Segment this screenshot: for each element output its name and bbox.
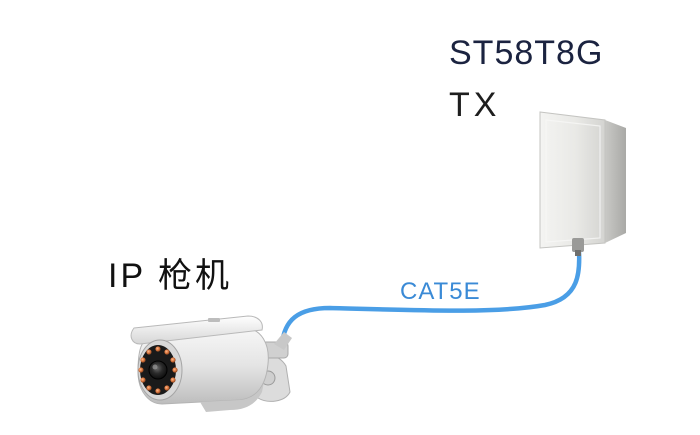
transmitter-model-label: ST58T8G	[449, 34, 604, 72]
cat5e-cable	[279, 237, 582, 348]
cable-label: CAT5E	[400, 278, 481, 305]
bullet-ip-camera-icon	[130, 315, 292, 412]
panel-antenna-icon	[539, 111, 626, 256]
camera-label: IP 枪机	[108, 257, 232, 295]
transmitter-role-label: TX	[449, 86, 501, 124]
